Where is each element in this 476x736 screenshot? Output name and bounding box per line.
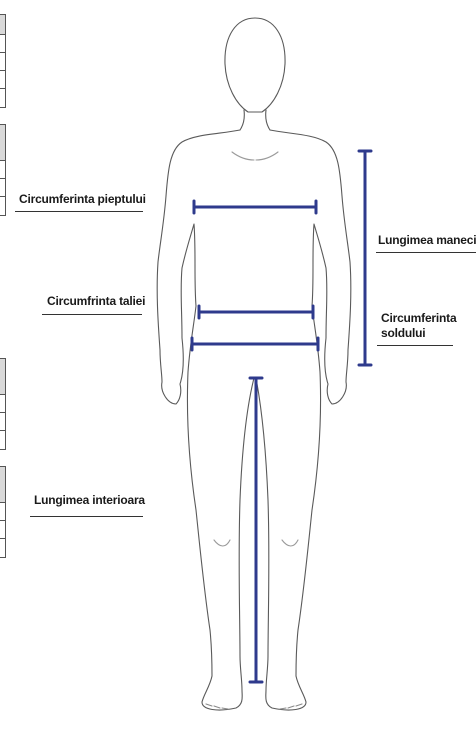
hip-label-line2: soldului xyxy=(381,326,426,340)
neck-outline xyxy=(239,109,245,131)
table-fragment xyxy=(0,538,6,558)
right-side-outline xyxy=(255,129,352,711)
table-fragment xyxy=(0,196,6,216)
sleeve-label: Lungimea manecii xyxy=(378,233,476,247)
hip-label-line1: Circumferinta xyxy=(381,311,457,325)
table-fragment xyxy=(0,430,6,450)
hip-label-rule xyxy=(377,345,453,346)
chest-label-rule xyxy=(15,211,143,212)
head-outline xyxy=(224,17,286,113)
sleeve-label-rule xyxy=(376,252,476,253)
inseam-label-rule xyxy=(30,516,143,517)
left-side-outline xyxy=(156,129,255,711)
waist-label: Circumfrinta taliei xyxy=(47,294,146,308)
inseam-label: Lungimea interioara xyxy=(34,493,145,507)
chest-label: Circumferinta pieptului xyxy=(19,192,146,206)
table-fragment xyxy=(0,88,6,108)
waist-label-rule xyxy=(42,314,142,315)
